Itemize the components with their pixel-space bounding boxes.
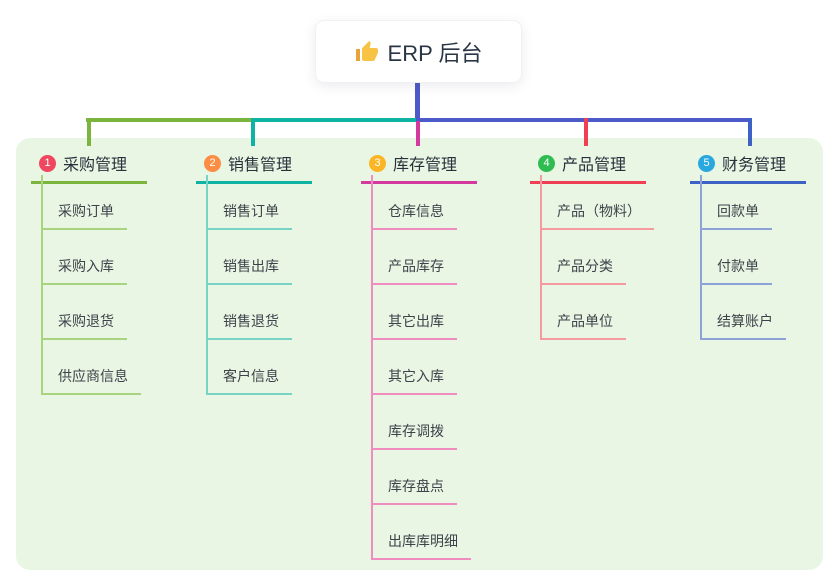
child-node-label[interactable]: 产品（物料） xyxy=(542,201,654,230)
child-node-label[interactable]: 回款单 xyxy=(702,201,772,230)
branch-children: 销售订单 销售出库 销售退货 客户信息 xyxy=(206,175,292,395)
branch-title-purchase[interactable]: 1 采购管理 xyxy=(31,148,147,184)
branch-title-sales[interactable]: 2 销售管理 xyxy=(196,148,312,184)
branch-children: 产品（物料） 产品分类 产品单位 xyxy=(540,175,654,340)
branch-children: 采购订单 采购入库 采购退货 供应商信息 xyxy=(41,175,141,395)
child-node-label[interactable]: 采购订单 xyxy=(43,201,127,230)
thumbs-up-icon xyxy=(355,40,379,64)
child-node-label[interactable]: 结算账户 xyxy=(702,311,786,340)
branch-title-finance[interactable]: 5 财务管理 xyxy=(690,148,806,184)
branch-badge-2: 2 xyxy=(204,154,221,172)
branch-title-inventory[interactable]: 3 库存管理 xyxy=(361,148,477,184)
child-node-label[interactable]: 库存调拨 xyxy=(373,421,457,450)
root-node-label: ERP 后台 xyxy=(387,40,483,66)
branch-badge-1: 1 xyxy=(39,154,56,172)
branch-badge-3: 3 xyxy=(369,154,386,172)
root-node[interactable]: ERP 后台 xyxy=(315,20,522,83)
child-node: 销售出库 xyxy=(208,230,292,285)
child-node: 供应商信息 xyxy=(43,340,141,395)
child-node-label[interactable]: 付款单 xyxy=(702,256,772,285)
child-node: 采购入库 xyxy=(43,230,141,285)
child-node-label[interactable]: 采购退货 xyxy=(43,311,127,340)
connector-stub-branch-5 xyxy=(748,118,752,146)
connector-stub-branch-4 xyxy=(584,118,588,146)
child-node: 产品分类 xyxy=(542,230,654,285)
child-node: 出库库明细 xyxy=(373,505,471,560)
child-node: 回款单 xyxy=(702,175,786,230)
child-node: 其它入库 xyxy=(373,340,471,395)
connector-stub-branch-1 xyxy=(87,118,91,146)
child-node: 采购退货 xyxy=(43,285,141,340)
child-node: 采购订单 xyxy=(43,175,141,230)
branch-inventory: 3 库存管理 仓库信息 产品库存 其它出库 其它入库 库存调拨 库存盘点 出库库… xyxy=(361,148,477,560)
child-node-label[interactable]: 产品分类 xyxy=(542,256,626,285)
child-node: 仓库信息 xyxy=(373,175,471,230)
branch-sales: 2 销售管理 销售订单 销售出库 销售退货 客户信息 xyxy=(196,148,312,395)
connector-horizontal-branch-1 xyxy=(86,118,254,122)
branch-finance: 5 财务管理 回款单 付款单 结算账户 xyxy=(690,148,806,340)
child-node-label[interactable]: 销售订单 xyxy=(208,201,292,230)
child-node-label[interactable]: 客户信息 xyxy=(208,366,292,395)
child-node-label[interactable]: 供应商信息 xyxy=(43,366,141,395)
child-node-label[interactable]: 产品库存 xyxy=(373,256,457,285)
child-node-label[interactable]: 出库库明细 xyxy=(373,531,471,560)
branch-badge-5: 5 xyxy=(698,154,715,172)
branch-children: 仓库信息 产品库存 其它出库 其它入库 库存调拨 库存盘点 出库库明细 xyxy=(371,175,471,560)
connector-stub-branch-3 xyxy=(416,121,420,146)
child-node-label[interactable]: 其它入库 xyxy=(373,366,457,395)
child-node-label[interactable]: 产品单位 xyxy=(542,311,626,340)
branches-panel xyxy=(16,138,823,570)
branch-label: 销售管理 xyxy=(228,157,293,174)
branch-children: 回款单 付款单 结算账户 xyxy=(700,175,786,340)
child-node: 销售退货 xyxy=(208,285,292,340)
branch-badge-4: 4 xyxy=(538,154,555,172)
child-node: 付款单 xyxy=(702,230,786,285)
child-node-label[interactable]: 销售出库 xyxy=(208,256,292,285)
child-node: 销售订单 xyxy=(208,175,292,230)
branch-label: 库存管理 xyxy=(393,157,458,174)
child-node: 产品（物料） xyxy=(542,175,654,230)
connector-horizontal-branch-2 xyxy=(252,118,418,122)
child-node: 库存盘点 xyxy=(373,450,471,505)
child-node: 产品单位 xyxy=(542,285,654,340)
child-node: 其它出库 xyxy=(373,285,471,340)
child-node-label[interactable]: 销售退货 xyxy=(208,311,292,340)
child-node: 产品库存 xyxy=(373,230,471,285)
branch-label: 财务管理 xyxy=(722,157,787,174)
branch-purchase: 1 采购管理 采购订单 采购入库 采购退货 供应商信息 xyxy=(31,148,147,395)
branch-label: 产品管理 xyxy=(562,157,627,174)
child-node: 结算账户 xyxy=(702,285,786,340)
branch-product: 4 产品管理 产品（物料） 产品分类 产品单位 xyxy=(530,148,654,340)
child-node: 客户信息 xyxy=(208,340,292,395)
child-node-label[interactable]: 库存盘点 xyxy=(373,476,457,505)
child-node: 库存调拨 xyxy=(373,395,471,450)
connector-root-vertical xyxy=(415,82,420,120)
branch-label: 采购管理 xyxy=(63,157,128,174)
child-node-label[interactable]: 采购入库 xyxy=(43,256,127,285)
child-node-label[interactable]: 仓库信息 xyxy=(373,201,457,230)
child-node-label[interactable]: 其它出库 xyxy=(373,311,457,340)
branch-title-product[interactable]: 4 产品管理 xyxy=(530,148,646,184)
connector-stub-branch-2 xyxy=(251,118,255,146)
